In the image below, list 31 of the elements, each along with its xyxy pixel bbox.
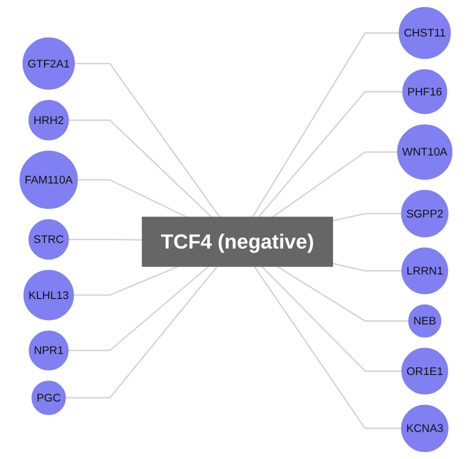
node-circle: PHF16: [402, 69, 448, 114]
node-box: TCF4 (negative): [142, 216, 334, 267]
connector: [68, 119, 212, 218]
node-circle: KCNA3: [401, 404, 448, 452]
connector: [332, 262, 402, 272]
connector: [272, 151, 398, 218]
node-circle: CHST11: [398, 6, 451, 60]
node-circle: NEB: [408, 304, 442, 338]
node-circle: WNT10A: [397, 124, 452, 180]
node-circle: FAM110A: [20, 150, 78, 209]
connector: [332, 212, 402, 222]
connector: [258, 91, 403, 218]
connector: [261, 266, 402, 372]
node-circle: PGC: [32, 380, 66, 415]
node-circle: LRRN1: [401, 248, 448, 294]
connector: [73, 266, 179, 296]
connector: [68, 266, 210, 352]
node-circle: STRC: [28, 219, 69, 260]
node-circle: OR1E1: [401, 348, 448, 394]
node-circle: SGPP2: [401, 190, 448, 238]
connector: [252, 32, 400, 218]
connector: [74, 62, 220, 218]
connector: [68, 238, 142, 241]
connector: [276, 266, 409, 322]
node-circle: HRH2: [28, 100, 69, 140]
connector: [254, 266, 402, 430]
node-circle: NPR1: [28, 330, 69, 370]
node-circle: KLHL13: [23, 270, 74, 320]
node-circle: GTF2A1: [22, 37, 75, 90]
connector: [77, 179, 188, 218]
connector: [65, 266, 218, 399]
